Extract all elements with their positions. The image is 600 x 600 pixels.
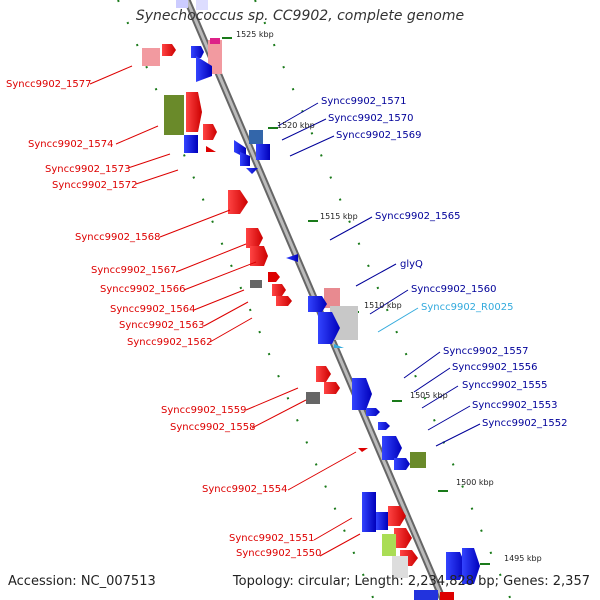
kbp-marker: 1495 kbp [504,554,542,563]
gene-label[interactable]: Syncc9902_1572 [52,180,138,191]
gene-label[interactable]: Syncc9902_1557 [443,346,529,357]
gene-label[interactable]: Syncc9902_1574 [28,139,114,150]
gene-label[interactable]: Syncc9902_1550 [236,548,322,559]
accession-text: Accession: NC_007513 [8,574,156,589]
gene-label[interactable]: Syncc9902_1559 [161,405,247,416]
kbp-marker: 1500 kbp [456,478,494,487]
gene-label[interactable]: Syncc9902_R0025 [421,302,514,313]
gene-label[interactable]: Syncc9902_1555 [462,380,548,391]
gene-label[interactable]: Syncc9902_1577 [6,79,92,90]
kbp-marker: 1520 kbp [277,121,315,130]
kbp-marker: 1515 kbp [320,212,358,221]
gene-label[interactable]: Syncc9902_1558 [170,422,256,433]
kbp-marker: 1510 kbp [364,301,402,310]
gene-label[interactable]: Syncc9902_1556 [452,362,538,373]
gene-label[interactable]: Syncc9902_1569 [336,130,422,141]
label-connectors [89,65,481,557]
gene-label[interactable]: Syncc9902_1573 [45,164,131,175]
gene-label[interactable]: Syncc9902_1552 [482,418,568,429]
gene-label[interactable]: Syncc9902_1551 [229,533,315,544]
gene-label[interactable]: Syncc9902_1562 [127,337,213,348]
gene-label[interactable]: glyQ [400,259,423,270]
topology-text: Topology: circular; Length: 2,234,828 bp… [232,574,590,589]
kbp-marker: 1525 kbp [236,30,274,39]
gene-label[interactable]: Syncc9902_1570 [328,113,414,124]
page-title: Synechococcus sp. CC9902, complete genom… [135,8,465,24]
gene-label[interactable]: Syncc9902_1565 [375,211,461,222]
gene-label[interactable]: Syncc9902_1566 [100,284,186,295]
gene-label[interactable]: Syncc9902_1554 [202,484,288,495]
gene-label[interactable]: Syncc9902_1568 [75,232,161,243]
kbp-marker: 1505 kbp [410,391,448,400]
gene-label[interactable]: Syncc9902_1567 [91,265,177,276]
gene-label[interactable]: Syncc9902_1564 [110,304,196,315]
gene-features [142,0,480,600]
gene-label[interactable]: Syncc9902_1563 [119,320,205,331]
gene-label[interactable]: Syncc9902_1571 [321,96,407,107]
gene-label[interactable]: Syncc9902_1560 [411,284,497,295]
gene-label[interactable]: Syncc9902_1553 [472,400,558,411]
